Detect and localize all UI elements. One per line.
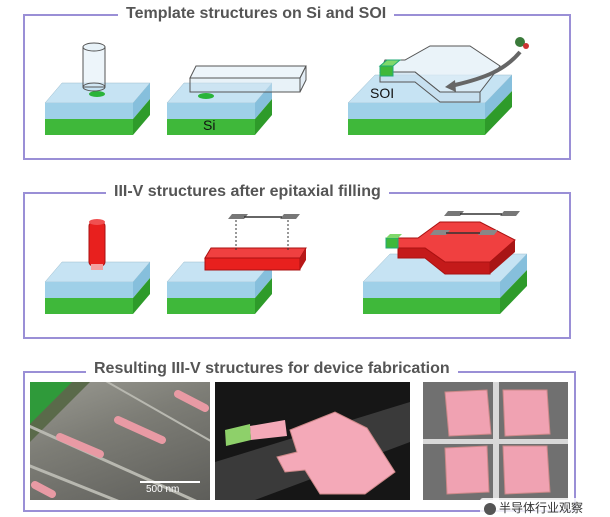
sem-nanowires-image: 500 nm [30, 382, 210, 500]
wechat-icon [484, 502, 496, 515]
watermark-text: 半导体行业观察 [499, 501, 584, 515]
sem-device-image [215, 382, 410, 500]
watermark: 半导体行业观察 [480, 498, 588, 517]
sem-pads-image [423, 382, 568, 500]
panel-iiiv-filling-title: III-V structures after epitaxial filling [106, 182, 389, 202]
si-block-2 [166, 65, 307, 135]
panel-templates-title: Template structures on Si and SOI [118, 4, 395, 24]
iiiv-block-1 [44, 219, 151, 314]
soi-label: SOI [370, 85, 395, 101]
si-block-1 [44, 42, 151, 135]
soi-block [347, 37, 529, 135]
panel-resulting-structures-title: Resulting III-V structures for device fa… [86, 359, 458, 379]
scale-bar-label: 500 nm [146, 484, 180, 495]
si-label: Si [203, 117, 216, 133]
iiiv-block-2 [166, 214, 307, 314]
iiiv-block-3 [362, 211, 528, 314]
